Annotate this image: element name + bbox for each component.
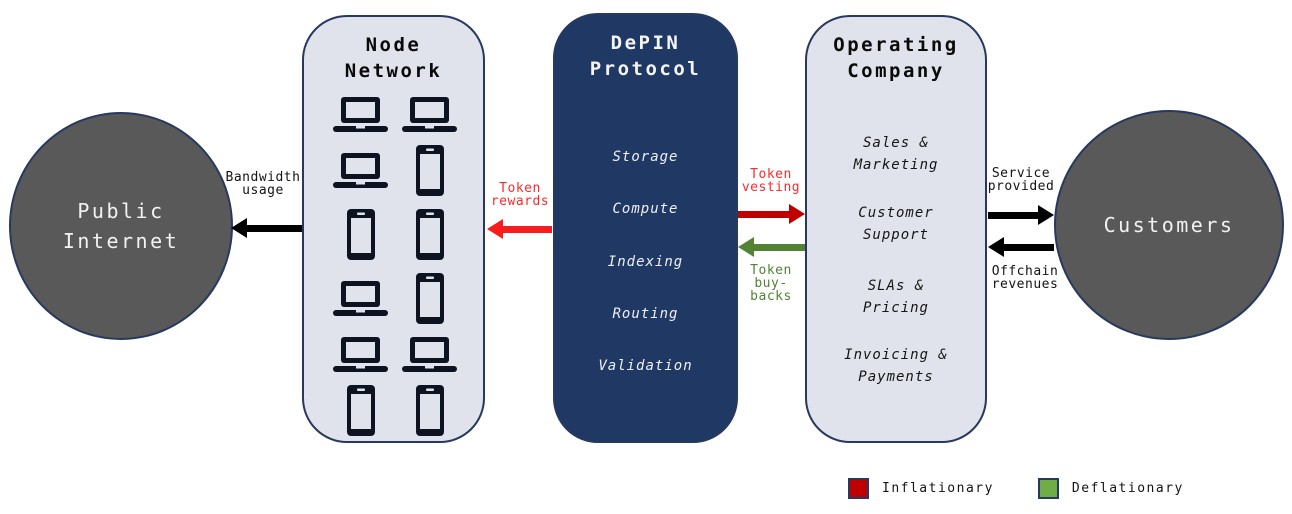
token-vesting-label: Token vesting: [741, 167, 801, 195]
inflationary-label: Inflationary: [882, 481, 994, 496]
laptop-icon: [332, 336, 389, 373]
operating-company-box: Operating Company Sales & Marketing Cust…: [805, 15, 987, 443]
laptop-icon: [401, 336, 458, 373]
arrow-head: [789, 204, 805, 224]
customers-node: Customers: [1054, 110, 1284, 340]
public-internet-label: Public Internet: [62, 199, 180, 253]
token-rewards-arrow: [487, 218, 552, 240]
deflationary-label: Deflationary: [1071, 481, 1184, 496]
arrow-shaft: [247, 224, 302, 232]
laptop-icon: [332, 96, 389, 133]
offchain-revenues-label: Offchain revenues: [991, 264, 1059, 292]
bandwidth-usage-arrow: [231, 217, 302, 239]
depin-function-routing: Routing: [612, 306, 679, 322]
device-grid: [326, 96, 464, 437]
token-buybacks-label: Token buy- backs: [750, 263, 792, 304]
node-network-title: Node Network: [344, 34, 443, 82]
customers-label: Customers: [1103, 213, 1235, 237]
arrow-shaft: [988, 211, 1038, 219]
token-vesting-arrow: [738, 203, 805, 225]
arrow-head: [231, 218, 247, 238]
token-buybacks-arrow: [738, 236, 805, 258]
arrow-head: [1038, 205, 1054, 225]
token-rewards-label: Token rewards: [490, 181, 550, 209]
arrow-shaft: [1004, 243, 1054, 251]
service-provided-label: Service provided: [987, 166, 1055, 194]
opco-function-customer-support: Customer Support: [858, 205, 934, 243]
legend: Inflationary Deflationary: [848, 478, 1184, 499]
phone-icon: [346, 208, 376, 261]
inflationary-swatch: [848, 478, 869, 499]
depin-function-indexing: Indexing: [607, 254, 684, 270]
laptop-icon: [332, 152, 389, 189]
legend-item-inflationary: Inflationary: [848, 478, 994, 499]
laptop-icon: [332, 280, 389, 317]
operating-company-title: Operating Company: [833, 34, 959, 82]
arrow-head: [988, 237, 1004, 257]
depin-protocol-box: DePIN Protocol Storage Compute Indexing …: [553, 13, 738, 443]
arrow-head: [487, 219, 503, 239]
arrow-shaft: [754, 243, 805, 251]
phone-icon: [346, 384, 376, 437]
opco-function-sales-marketing: Sales & Marketing: [853, 135, 939, 173]
deflationary-swatch: [1037, 478, 1059, 499]
arrow-shaft: [503, 225, 552, 233]
service-provided-arrow: [988, 204, 1054, 226]
phone-icon: [415, 272, 445, 325]
legend-item-deflationary: Deflationary: [1037, 478, 1184, 499]
depin-function-compute: Compute: [612, 201, 679, 217]
opco-function-slas-pricing: SLAs & Pricing: [862, 278, 929, 316]
public-internet-node: Public Internet: [9, 112, 233, 340]
depin-function-storage: Storage: [612, 149, 679, 165]
laptop-icon: [401, 96, 458, 133]
arrow-shaft: [738, 210, 789, 218]
node-network-box: Node Network: [302, 15, 485, 443]
arrow-head: [738, 237, 754, 257]
phone-icon: [415, 384, 445, 437]
depin-protocol-title: DePIN Protocol: [589, 32, 702, 80]
bandwidth-usage-label: Bandwidth usage: [225, 170, 301, 198]
phone-icon: [415, 208, 445, 261]
depin-function-validation: Validation: [598, 358, 693, 374]
offchain-revenues-arrow: [988, 236, 1054, 258]
opco-function-invoicing-payments: Invoicing & Payments: [844, 347, 948, 385]
phone-icon: [415, 144, 445, 197]
